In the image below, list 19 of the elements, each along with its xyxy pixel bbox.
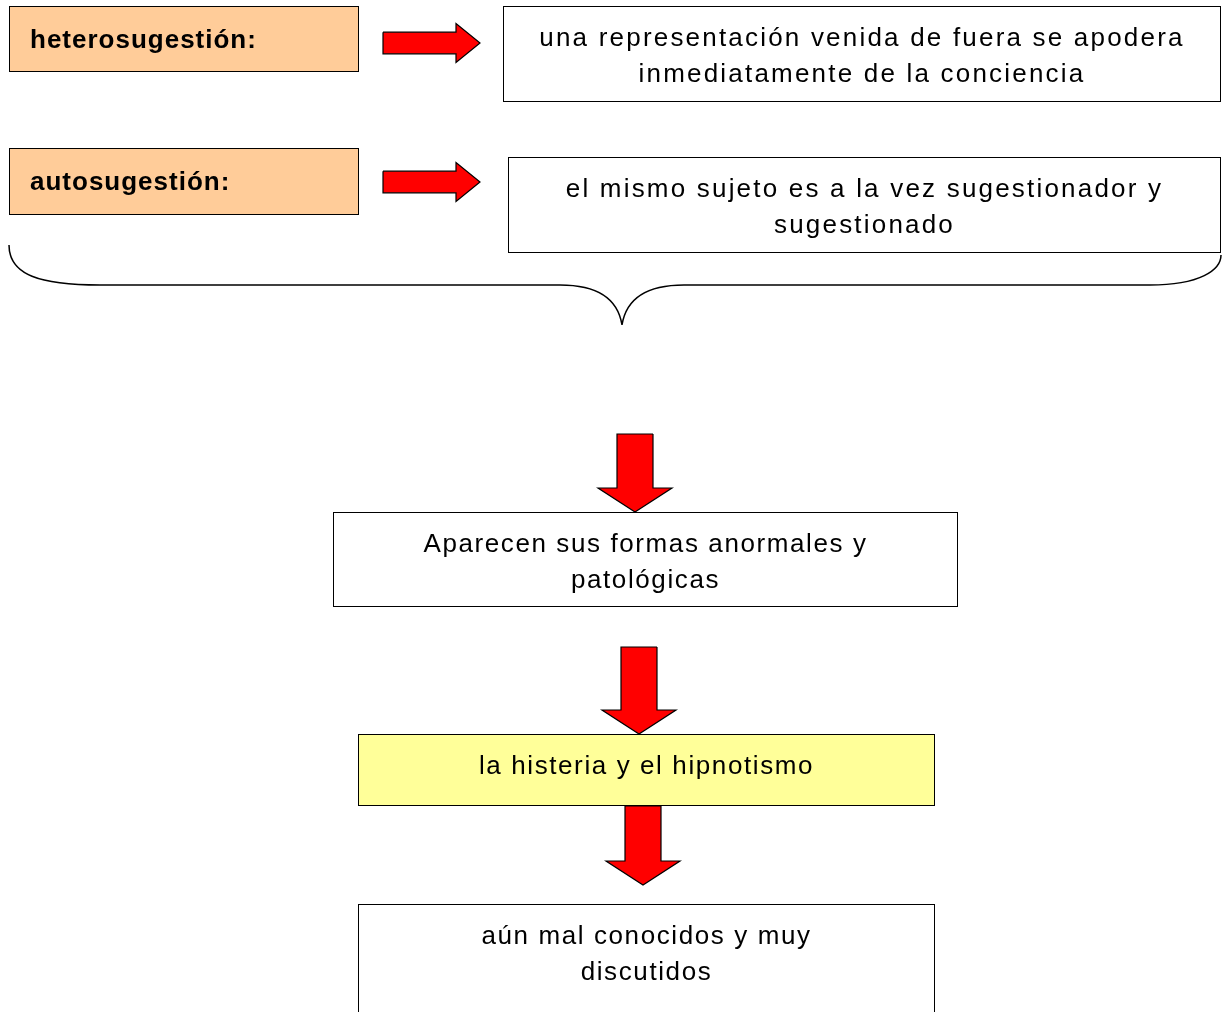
node-text: el mismo sujeto es a la vez sugestionador y sugestionado [564, 172, 1165, 241]
block-arrow [603, 805, 683, 886]
node-text: heterosugestión: [30, 23, 257, 56]
node-text: aún mal conocidos y muy discutidos [480, 919, 813, 988]
node-text: Aparecen sus formas anormales y patológicas [422, 527, 869, 596]
highlight-box [358, 734, 935, 806]
block-arrow [382, 161, 481, 203]
node-text: una representación venida de fuera se apodera inmediatamente de la conciencia [538, 21, 1186, 90]
process-box [358, 904, 935, 1012]
block-arrow [382, 22, 481, 64]
node-text: autosugestión: [30, 165, 231, 198]
definition-box [503, 6, 1221, 102]
term-box [9, 6, 359, 72]
node-text: la histeria y el hipnotismo [478, 749, 815, 782]
process-box [333, 512, 958, 607]
definition-box [508, 157, 1221, 253]
term-box [9, 148, 359, 215]
block-arrow [595, 433, 675, 513]
block-arrow [599, 646, 679, 735]
